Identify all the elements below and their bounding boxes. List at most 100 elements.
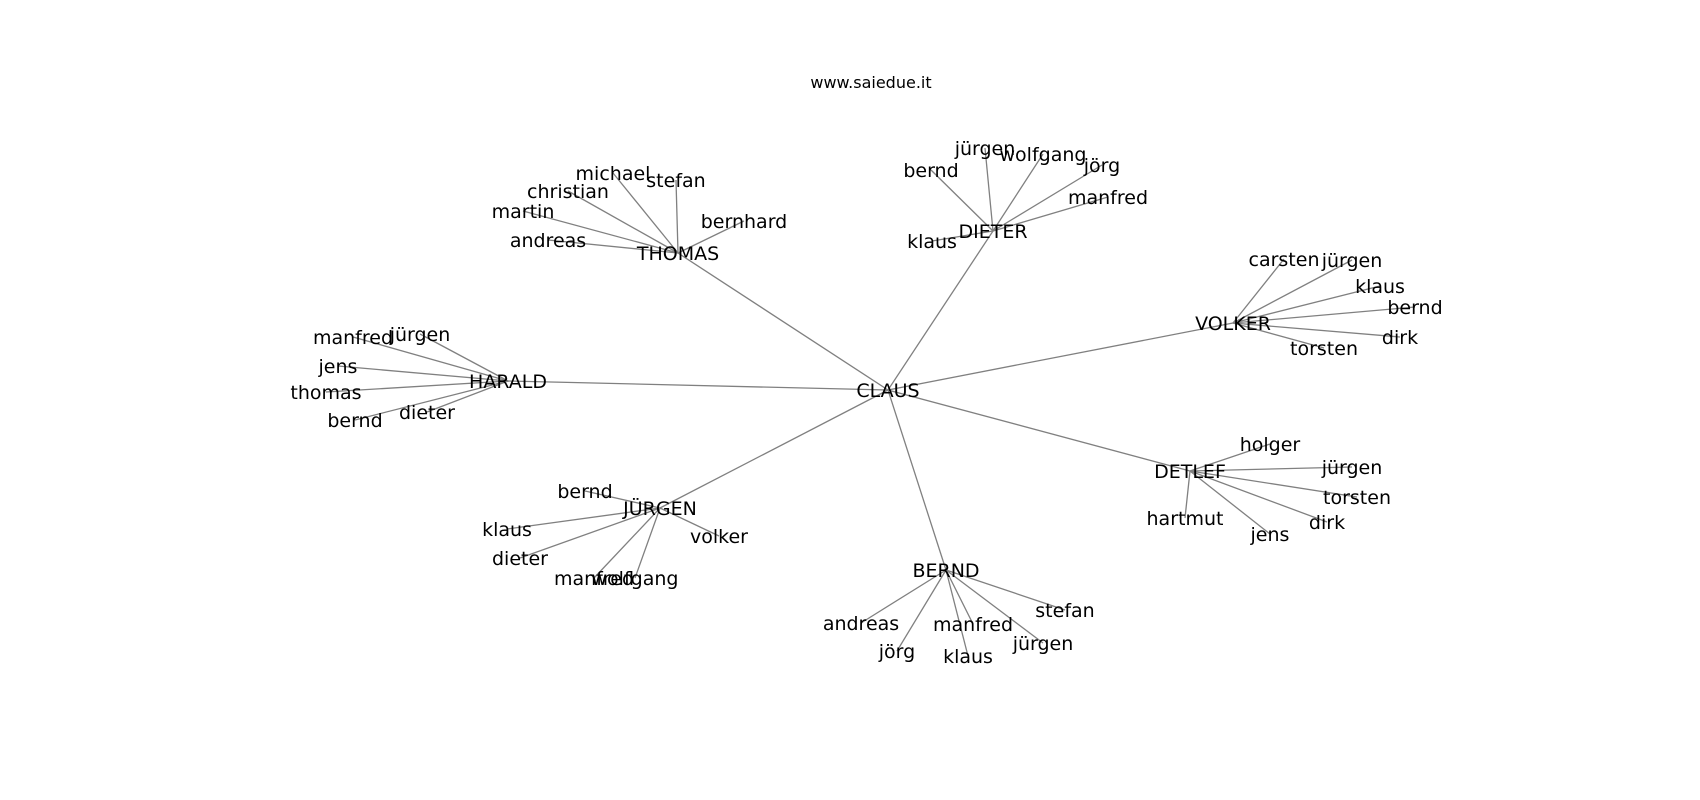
leaf-node-label: klaus (482, 519, 532, 541)
hub-node-label: HARALD (469, 371, 547, 393)
edge-hub-leaf (506, 507, 661, 530)
hub-node-label: THOMAS (636, 243, 719, 265)
leaf-node-label: bernd (903, 160, 958, 182)
root-node-label: CLAUS (856, 380, 919, 402)
edge-hub-leaf (677, 220, 745, 254)
leaf-node-label: klaus (1355, 276, 1405, 298)
edge-root-hub (887, 389, 947, 571)
edge-root-hub (887, 322, 1234, 391)
leaf-node-label: manfred (554, 568, 634, 590)
leaf-node-label: bernhard (701, 211, 788, 233)
edge-hub-leaf (992, 153, 1044, 232)
edge-hub-leaf (522, 210, 679, 254)
edge-hub-leaf (612, 172, 679, 254)
edge-hub-leaf (634, 507, 661, 579)
edge-hub-leaf (1232, 306, 1416, 324)
edge-hub-leaf (984, 147, 994, 232)
leaf-node-label: dieter (492, 548, 548, 570)
edge-hub-leaf (584, 490, 661, 509)
leaf-node-label: manfred (313, 327, 393, 349)
leaf-node-label: thomas (290, 382, 361, 404)
edge-hub-leaf (1184, 470, 1191, 519)
leaf-node-label: wolfgang (1000, 144, 1087, 166)
edge-hub-leaf (931, 230, 994, 242)
edge-hub-leaf (426, 380, 509, 413)
edge-hub-leaf (337, 365, 509, 382)
leaf-node-label: jürgen (1321, 250, 1383, 272)
edge-hub-leaf (1232, 322, 1325, 349)
edge-hub-leaf (896, 569, 947, 652)
edge-hub-leaf (930, 169, 994, 232)
edge-hub-leaf (659, 507, 720, 537)
leaf-node-label: dirk (1309, 512, 1345, 534)
leaf-node-label: jürgen (954, 138, 1016, 160)
leaf-node-label: manfred (933, 614, 1013, 636)
edge-hub-leaf (354, 380, 509, 421)
edge-hub-leaf (945, 569, 1044, 644)
edge-hub-leaf (419, 333, 509, 382)
edge-hub-leaf (1189, 470, 1271, 535)
edge-hub-leaf (567, 190, 679, 254)
hub-node-label: BERND (912, 560, 979, 582)
labels-layer: CLAUSTHOMASmichaelstefanchristianmartina… (290, 138, 1442, 668)
edge-root-hub (677, 252, 889, 391)
leaf-node-label: dirk (1382, 327, 1418, 349)
leaf-node-label: bernd (557, 481, 612, 503)
edge-hub-leaf (325, 380, 509, 393)
edge-hub-leaf (945, 569, 974, 625)
leaf-node-label: andreas (823, 613, 899, 635)
hub-node-label: JÜRGEN (622, 497, 697, 520)
edge-hub-leaf (1232, 259, 1353, 324)
leaf-node-label: jürgen (389, 324, 451, 346)
edge-hub-leaf (1189, 443, 1271, 472)
leaf-node-label: michael (576, 163, 651, 185)
edge-hub-leaf (945, 569, 1066, 611)
leaf-node-label: andreas (510, 230, 586, 252)
hub-node-label: DIETER (958, 221, 1027, 243)
hub-node-label: VOLKER (1195, 313, 1271, 335)
leaf-node-label: jürgen (1321, 457, 1383, 479)
edge-hub-leaf (593, 507, 661, 579)
edge-hub-leaf (352, 336, 509, 382)
leaf-node-label: klaus (907, 231, 957, 253)
edge-hub-leaf (1232, 322, 1401, 338)
edge-hub-leaf (860, 569, 947, 624)
edge-hub-leaf (1232, 258, 1285, 324)
edge-root-hub (887, 230, 994, 391)
edge-root-hub (887, 389, 1191, 472)
edge-hub-leaf (1189, 470, 1328, 523)
leaf-node-label: jens (1250, 524, 1290, 546)
leaf-node-label: jörg (878, 641, 915, 663)
leaf-node-label: jörg (1083, 155, 1120, 177)
leaf-node-label: hartmut (1147, 508, 1224, 530)
leaf-node-label: martin (492, 201, 555, 223)
leaf-node-label: volker (690, 526, 748, 548)
leaf-node-label: bernd (1387, 297, 1442, 319)
hub-node-label: DETLEF (1154, 461, 1226, 483)
leaf-node-label: manfred (1068, 187, 1148, 209)
edge-hub-leaf (519, 507, 661, 559)
edge-hub-leaf (547, 239, 679, 254)
leaf-node-label: torsten (1290, 338, 1358, 360)
leaf-node-label: jens (318, 356, 358, 378)
leaf-node-label: torsten (1323, 487, 1391, 509)
edge-hub-leaf (1189, 470, 1358, 498)
leaf-node-label: klaus (943, 646, 993, 668)
edge-hub-leaf (945, 569, 969, 657)
leaf-node-label: jürgen (1012, 633, 1074, 655)
edge-root-hub (659, 389, 889, 509)
leaf-node-label: bernd (327, 410, 382, 432)
leaf-node-label: stefan (1035, 600, 1094, 622)
edge-hub-leaf (675, 179, 679, 254)
edge-root-hub (507, 380, 889, 391)
leaf-node-label: carsten (1249, 249, 1320, 271)
leaf-node-label: wolfgang (592, 568, 679, 590)
leaf-node-label: christian (527, 181, 609, 203)
leaf-node-label: dieter (399, 402, 455, 424)
leaf-node-label: holger (1240, 434, 1301, 456)
edge-hub-leaf (1189, 466, 1353, 472)
edge-hub-leaf (1232, 285, 1381, 324)
leaf-node-label: stefan (646, 170, 705, 192)
